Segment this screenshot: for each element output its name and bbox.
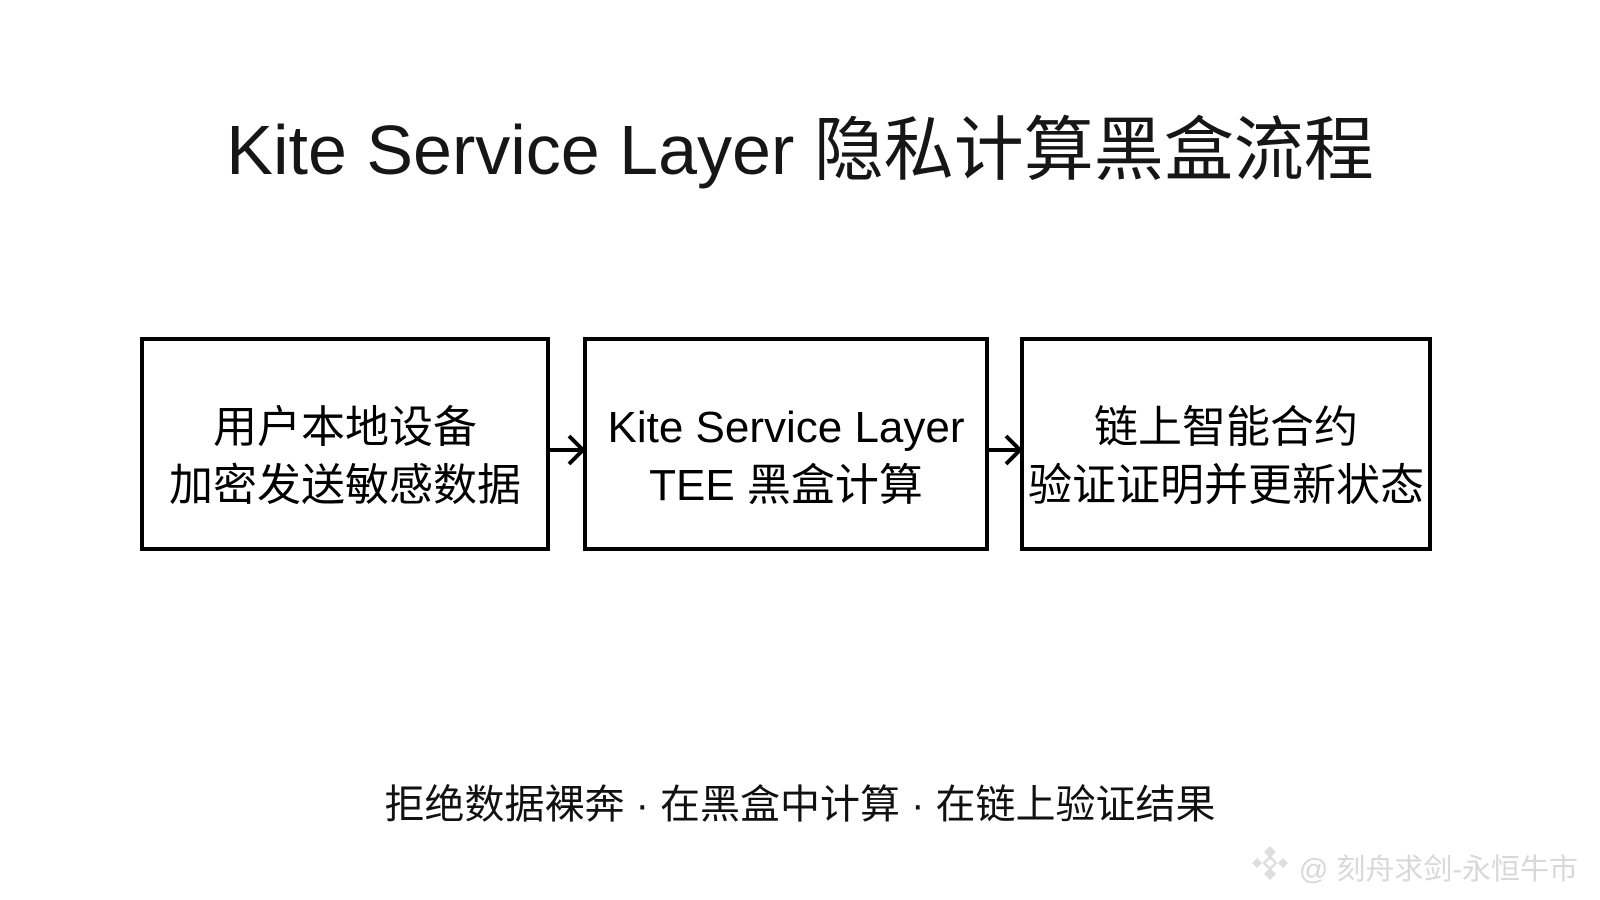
flow-box-line: 加密发送敏感数据 — [169, 461, 521, 510]
slogan-text: 拒绝数据裸奔 · 在黑盒中计算 · 在链上验证结果 — [384, 783, 1216, 827]
flow-arrow-right-icon — [985, 430, 1025, 475]
bnb-diamond-icon — [1251, 844, 1289, 890]
page-title: Kite Service Layer 隐私计算黑盒流程 — [226, 111, 1374, 189]
flow-box-line: 链上智能合约 — [1094, 402, 1358, 452]
flow-box-smart-contract: 链上智能合约 验证证明并更新状态 — [1020, 337, 1432, 551]
flow-box-line: 用户本地设备 — [213, 402, 477, 452]
watermark-text: @ 刻舟求剑-永恒牛市 — [1298, 854, 1578, 886]
flow-box-kite-tee: Kite Service Layer TEE 黑盒计算 — [583, 337, 989, 551]
flow-box-line: 验证证明并更新状态 — [1028, 461, 1424, 510]
flow-box-line: TEE 黑盒计算 — [649, 461, 923, 510]
flow-box-line: Kite Service Layer — [607, 402, 965, 452]
watermark: @ 刻舟求剑-永恒牛市 — [1251, 844, 1578, 890]
flow-box-user-device: 用户本地设备 加密发送敏感数据 — [140, 337, 550, 551]
